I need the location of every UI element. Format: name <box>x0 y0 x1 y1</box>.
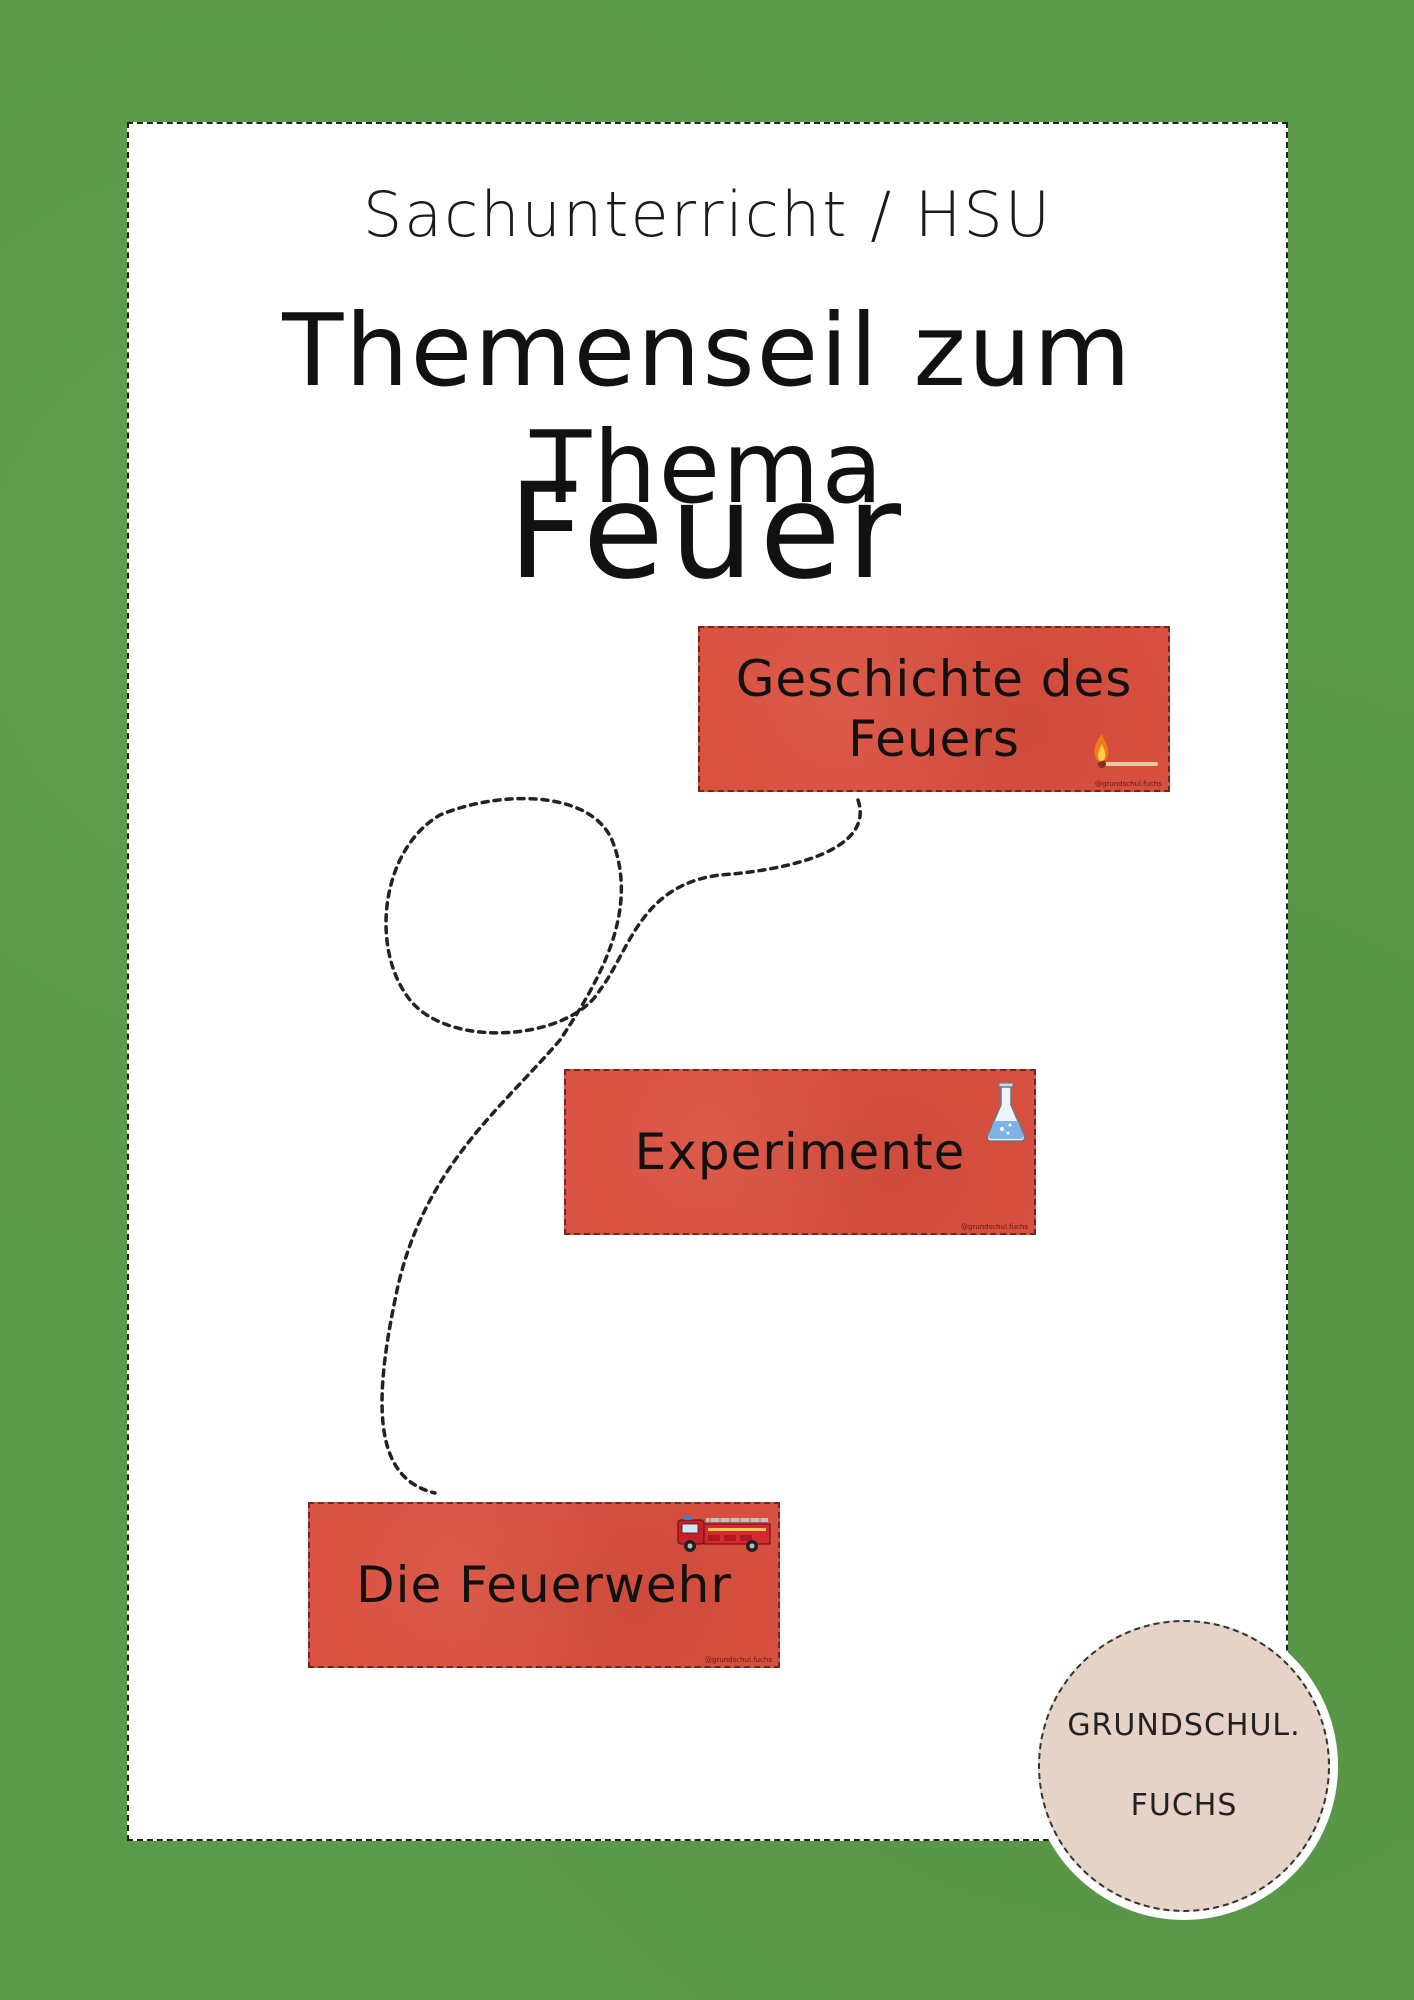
badge-line-1: GRUNDSCHUL. <box>1067 1708 1301 1743</box>
match-icon <box>1094 734 1158 768</box>
badge-line-2: FUCHS <box>1130 1788 1238 1823</box>
flask-icon <box>986 1082 1026 1142</box>
topic-card-history[interactable]: Geschichte des Feuers @grundschul.fuchs <box>698 626 1170 792</box>
topic-card-experiments[interactable]: Experimente @grundschul.fuchs <box>564 1069 1036 1235</box>
card-credit: @grundschul.fuchs <box>960 1223 1028 1231</box>
topic-card-label: Geschichte des Feuers <box>735 650 1133 768</box>
page-title: Themenseil zum Thema <box>282 292 1133 526</box>
author-badge: GRUNDSCHUL. FUCHS <box>1030 1612 1338 1920</box>
topic-card-fire-brigade[interactable]: Die Feuerwehr @grundschul.fuchs <box>308 1502 780 1668</box>
author-badge-inner: GRUNDSCHUL. FUCHS <box>1038 1620 1330 1912</box>
topic-card-label: Experimente <box>634 1123 966 1181</box>
topic-card-label: Die Feuerwehr <box>356 1556 732 1614</box>
subject-subtitle: Sachunterricht / HSU <box>362 178 1053 251</box>
card-credit: @grundschul.fuchs <box>704 1656 772 1664</box>
topic-heading: Feuer <box>507 455 908 609</box>
fire-truck-icon <box>677 1516 771 1552</box>
card-credit: @grundschul.fuchs <box>1094 780 1162 788</box>
